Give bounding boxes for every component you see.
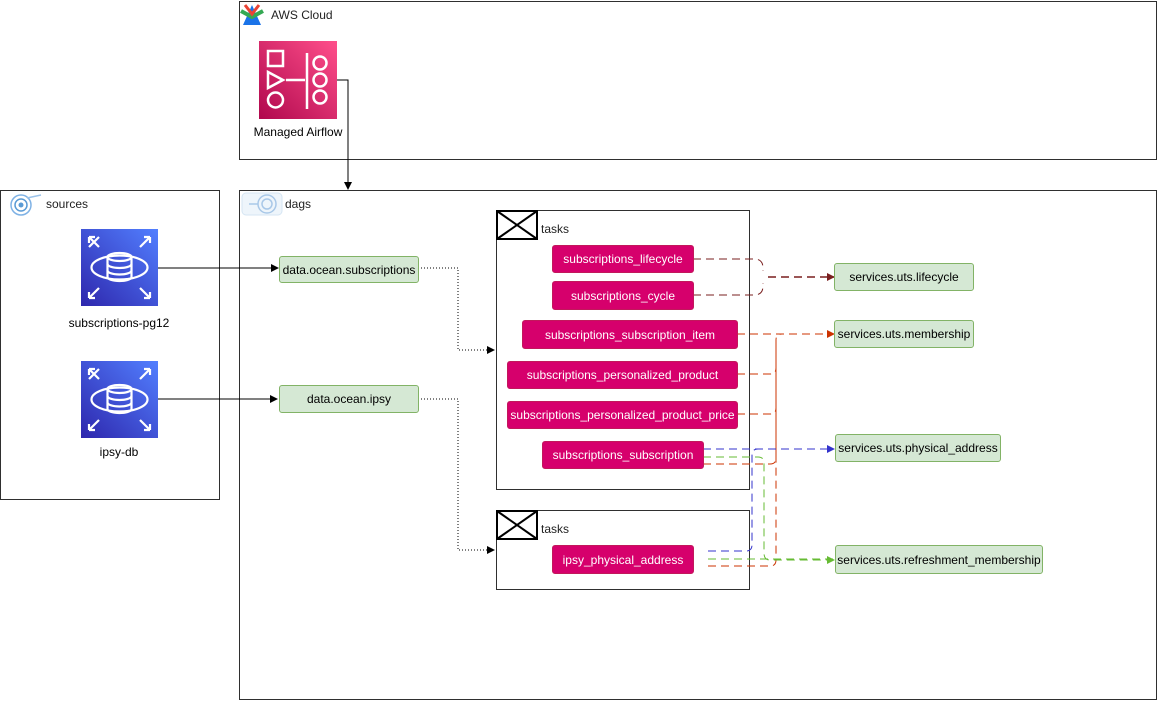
edge-membership-2: [737, 333, 783, 375]
db-ipsy-db-node[interactable]: [81, 361, 158, 438]
task-subscriptions-lifecycle[interactable]: subscriptions_lifecycle: [552, 245, 694, 273]
task-subscriptions-subscription-item[interactable]: subscriptions_subscription_item: [522, 320, 738, 349]
edge-lifecycle-1: [693, 258, 764, 271]
managed-airflow-caption: Managed Airflow: [253, 125, 343, 139]
db-ipsy-db-caption: ipsy-db: [99, 445, 139, 459]
edge-membership-4: [703, 340, 777, 465]
edge-airflow-to-dags: [337, 79, 352, 190]
edge-refresh-1: [703, 456, 835, 564]
task-subscriptions-personalized-product-price[interactable]: subscriptions_personalized_product_price: [507, 401, 738, 429]
output-services-uts-membership[interactable]: services.uts.membership: [834, 320, 974, 348]
edge-dataset-subscriptions-to-tasks: [418, 267, 495, 354]
edge-lifecycle-2: [693, 283, 764, 296]
task-ipsy-physical-address[interactable]: ipsy_physical_address: [552, 545, 694, 574]
db-subscriptions-pg12-caption: subscriptions-pg12: [68, 316, 170, 330]
task-group-icon: [496, 210, 538, 240]
tasks-group-2-label: tasks: [541, 522, 570, 536]
output-services-uts-lifecycle[interactable]: services.uts.lifecycle: [834, 263, 974, 291]
edge-address-2: [708, 448, 759, 552]
db-subscriptions-pg12-node[interactable]: [81, 229, 158, 306]
dags-icon: [241, 192, 283, 216]
database-icon: [81, 361, 158, 438]
task-group-icon: [496, 510, 538, 540]
dataset-ipsy-node[interactable]: data.ocean.ipsy: [279, 385, 419, 413]
dags-label: dags: [285, 197, 312, 211]
output-services-uts-refreshment-membership[interactable]: services.uts.refreshment_membership: [835, 545, 1043, 574]
task-subscriptions-personalized-product[interactable]: subscriptions_personalized_product: [507, 361, 738, 389]
task-subscriptions-subscription[interactable]: subscriptions_subscription: [542, 441, 704, 469]
aws-cloud-group: AWS Cloud: [239, 1, 1157, 160]
edge-dataset-ipsy-to-tasks: [418, 398, 495, 554]
aws-cloud-label: AWS Cloud: [271, 8, 333, 22]
sources-icon: [10, 194, 42, 216]
edge-membership-3: [737, 340, 777, 415]
managed-airflow-icon: [259, 41, 337, 119]
aws-cloud-icon: [240, 4, 264, 25]
database-icon: [81, 229, 158, 306]
sources-label: sources: [46, 197, 89, 211]
tasks-group-1-label: tasks: [541, 222, 570, 236]
managed-airflow-node[interactable]: [259, 41, 337, 119]
output-services-uts-physical-address[interactable]: services.uts.physical_address: [835, 434, 1001, 462]
dataset-subscriptions-node[interactable]: data.ocean.subscriptions: [279, 256, 419, 283]
task-subscriptions-cycle[interactable]: subscriptions_cycle: [552, 281, 694, 310]
